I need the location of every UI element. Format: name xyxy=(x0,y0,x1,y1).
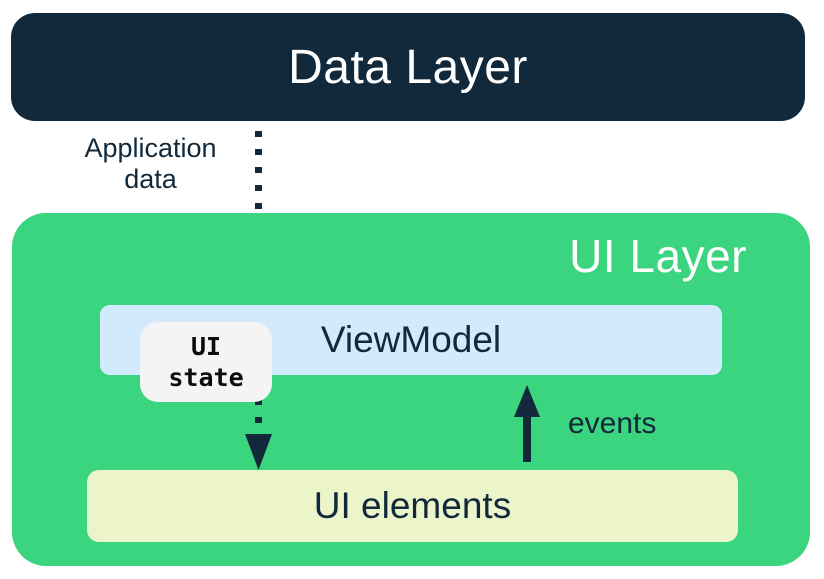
ui-state-chip: UI state xyxy=(140,322,272,402)
ui-elements-label: UI elements xyxy=(313,485,512,526)
application-data-label-line1: Application xyxy=(84,133,217,163)
dotted-arrow-line-top xyxy=(255,131,262,264)
application-data-label-line2: data xyxy=(124,164,177,194)
data-layer-box: Data Layer xyxy=(11,13,805,121)
ui-elements-box: UI elements xyxy=(87,470,738,542)
application-data-label: Application data xyxy=(63,133,238,195)
ui-state-chip-line1: UI xyxy=(190,332,222,361)
viewmodel-label: ViewModel xyxy=(320,319,502,360)
ui-state-chip-line2: state xyxy=(168,363,244,392)
dotted-arrow-line-bottom xyxy=(255,399,262,435)
events-label: events xyxy=(568,407,657,440)
events-up-arrow-shaft xyxy=(523,414,531,462)
ui-layer-label: UI Layer xyxy=(569,230,747,282)
data-layer-label: Data Layer xyxy=(288,40,528,94)
